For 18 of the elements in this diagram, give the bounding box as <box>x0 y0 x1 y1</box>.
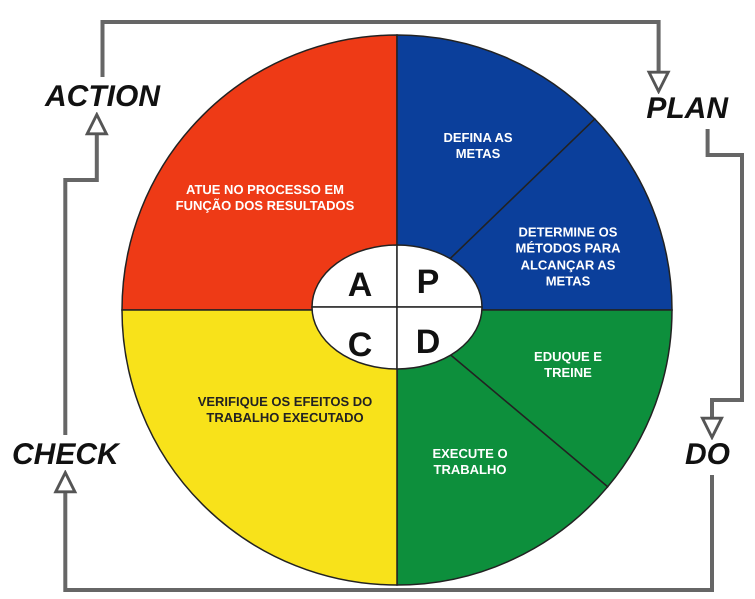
phase-label: PLAN <box>646 92 728 126</box>
phase-label: DO <box>685 438 730 472</box>
quadrant-letter: A <box>348 268 372 302</box>
sector-text: DEFINA AS METAS <box>442 130 514 162</box>
sector-text: ATUE NO PROCESSO EM FUNÇÃO DOS RESULTADOS <box>174 182 356 214</box>
cycle-arrow <box>54 471 714 592</box>
sector-text: DETERMINE OS MÉTODOS PARA ALCANÇAR AS METAS <box>514 224 622 290</box>
quadrant-letter: C <box>348 328 372 362</box>
quadrant-letter: D <box>416 325 440 359</box>
cycle-arrow <box>63 113 108 435</box>
sector-text: VERIFIQUE OS EFEITOS DO TRABALHO EXECUTADO <box>196 394 374 426</box>
cycle-arrow <box>100 20 670 93</box>
sector-text: EDUQUE E TREINE <box>533 348 603 382</box>
quadrant-letter: P <box>416 265 440 299</box>
phase-label: CHECK <box>12 438 119 472</box>
sector-text: EXECUTE O TRABALHO <box>431 446 509 478</box>
phase-label: ACTION <box>45 80 160 114</box>
cycle-arrow <box>700 129 744 439</box>
